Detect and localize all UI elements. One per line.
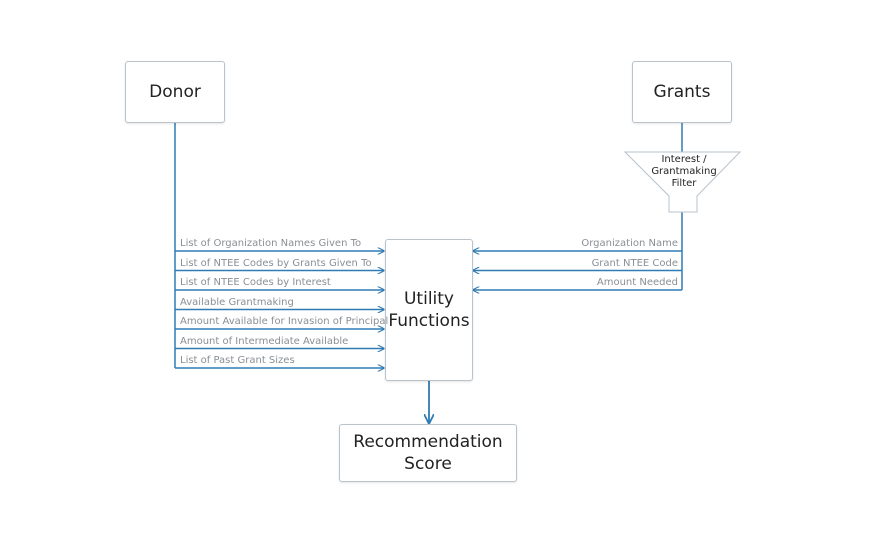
donor-input-label: List of NTEE Codes by Grants Given To [180,257,372,269]
recommendation-label-line: Score [404,454,452,474]
donor-label: Donor [149,82,201,102]
filter-label: Interest / Grantmaking Filter [632,154,736,190]
filter-label-line: Filter [671,178,697,189]
grant-input-label: Amount Needed [596,277,678,288]
recommendation-label-line: Recommendation [353,432,503,452]
donor-input-label: List of Past Grant Sizes [180,355,295,366]
donor-input-label: List of Organization Names Given To [180,238,362,249]
grants-label: Grants [653,82,711,102]
filter-funnel-shape [623,151,742,213]
grant-input-label: Organization Name [581,238,678,249]
donor-input-label: Amount of Intermediate Available [180,335,349,347]
recommendation-score-node[interactable]: Recommendation Score [339,424,517,482]
donor-input-label: Amount Available for Invasion of Princip… [180,316,389,327]
donor-input-label: Available Grantmaking [180,296,294,308]
filter-label-line: Interest / [661,154,707,165]
grant-input-label: Grant NTEE Code [591,257,678,269]
utility-functions-node[interactable]: Utility Functions [385,239,473,381]
filter-label-line: Grantmaking [651,166,717,177]
utility-label-line: Utility [403,289,454,309]
donor-node[interactable]: Donor [125,61,225,123]
utility-label-line: Functions [388,311,470,331]
grants-node[interactable]: Grants [632,61,732,123]
donor-input-label: List of NTEE Codes by Interest [180,277,331,288]
